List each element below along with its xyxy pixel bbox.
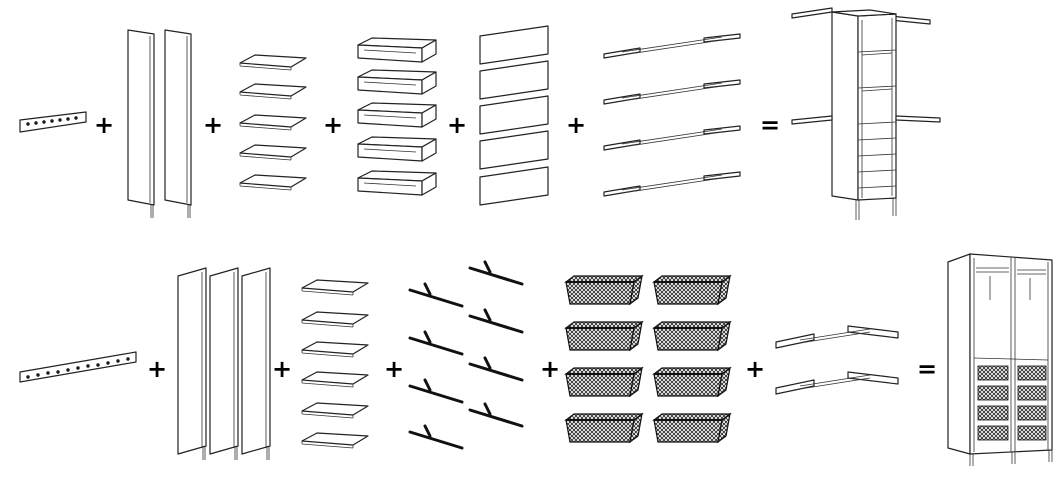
plus-operator: + <box>203 111 223 139</box>
plus-operator: + <box>147 355 167 383</box>
hanging-rods-icon <box>603 33 741 197</box>
side-panels-icon <box>127 29 192 218</box>
equals-operator: = <box>760 111 780 139</box>
drawer-fronts-icon <box>479 25 549 206</box>
equals-operator: = <box>917 355 937 383</box>
basket-runners-icon <box>408 260 524 450</box>
wall-rail-icon <box>19 351 137 383</box>
plus-operator: + <box>566 111 586 139</box>
plus-operator: + <box>540 355 560 383</box>
shelves-icon <box>239 54 307 191</box>
shelves-icon <box>301 279 369 449</box>
assembled-closet-icon <box>791 7 941 220</box>
side-panels-icon <box>177 267 271 460</box>
assembled-wardrobe-icon <box>947 253 1053 466</box>
drawers-icon <box>357 37 437 196</box>
plus-operator: + <box>94 111 114 139</box>
plus-operator: + <box>447 111 467 139</box>
wall-rail-icon <box>19 111 87 133</box>
plus-operator: + <box>384 355 404 383</box>
hanging-rods-icon <box>775 325 899 395</box>
plus-operator: + <box>323 111 343 139</box>
wire-baskets-icon <box>565 275 731 443</box>
plus-operator: + <box>272 355 292 383</box>
plus-operator: + <box>745 355 765 383</box>
